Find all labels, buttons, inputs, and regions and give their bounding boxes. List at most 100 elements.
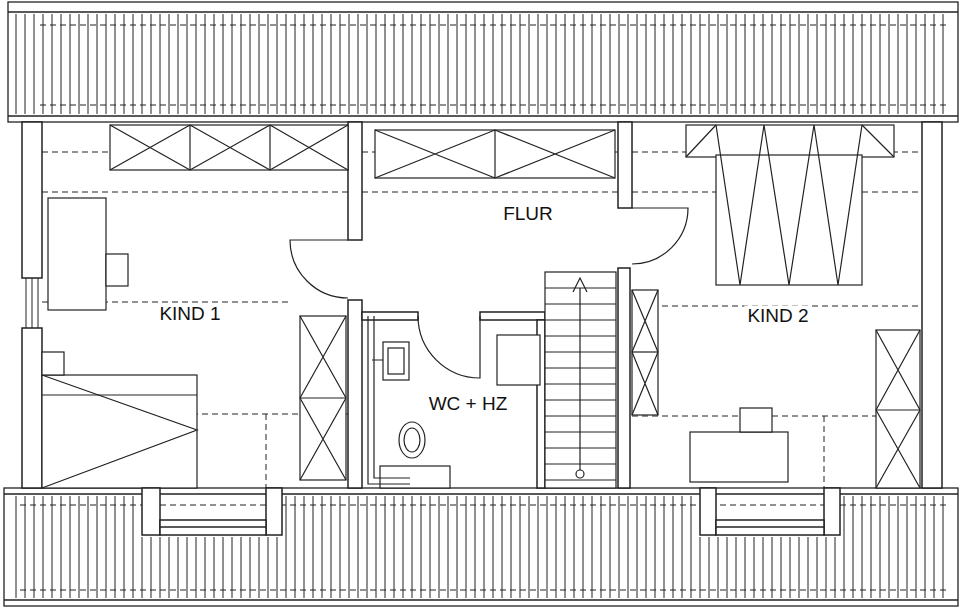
roof-tile-line — [313, 14, 314, 114]
roof-tile-line — [322, 14, 323, 114]
roof-tile-line — [385, 496, 386, 598]
roof-tile-line — [385, 14, 386, 114]
roof-tile-line — [700, 537, 701, 598]
roof-tile-line — [790, 14, 791, 114]
roof-tile-line — [763, 537, 764, 598]
roof-tile-line — [178, 14, 179, 114]
roof-tile-line — [637, 496, 638, 598]
roof-tile-line — [70, 14, 71, 114]
roof-tile-line — [709, 537, 710, 598]
roof-tile-line — [664, 496, 665, 598]
roof-tile-line — [241, 14, 242, 114]
roof-tile-line — [34, 14, 35, 114]
roof-tile-line — [106, 496, 107, 598]
roof-tile-line — [268, 537, 269, 598]
roof-tile-line — [376, 14, 377, 114]
roof-tile-line — [430, 496, 431, 598]
roof-tile-line — [682, 14, 683, 114]
roof-tile-line — [268, 14, 269, 114]
roof-tile-line — [556, 14, 557, 114]
roof-tile-line — [205, 537, 206, 598]
roof-tile-line — [619, 496, 620, 598]
closets — [110, 125, 920, 488]
roof-tile-line — [736, 537, 737, 598]
roof-tile-line — [727, 14, 728, 114]
roof-tile-line — [916, 14, 917, 114]
roof-tile-line — [475, 496, 476, 598]
roof-tile-line — [502, 496, 503, 598]
roof-tile-line — [79, 496, 80, 598]
roof-tile-line — [745, 537, 746, 598]
roof-tile-line — [88, 496, 89, 598]
roof-tile-line — [70, 496, 71, 598]
roof-tile-line — [394, 14, 395, 114]
roof-tile-line — [259, 537, 260, 598]
roof-tile-line — [196, 14, 197, 114]
roof-tile-line — [853, 14, 854, 114]
roof-tile-line — [232, 537, 233, 598]
stair-tread — [545, 480, 616, 481]
roof-tile-line — [277, 14, 278, 114]
roof-tile-line — [133, 496, 134, 598]
roof-tile-line — [718, 537, 719, 598]
roof-tile-line — [799, 537, 800, 598]
roof-tile-line — [511, 496, 512, 598]
roof-tile-line — [610, 14, 611, 114]
roof-tile-line — [520, 14, 521, 114]
roof-tile-line — [772, 14, 773, 114]
roof-tile-line — [196, 537, 197, 598]
walls — [22, 122, 942, 488]
roof-tile-line — [844, 14, 845, 114]
roof-tile-line — [214, 537, 215, 598]
roof-tile-line — [709, 14, 710, 114]
roof-tile-line — [583, 14, 584, 114]
roof-tile-line — [493, 14, 494, 114]
roof-tile-line — [934, 496, 935, 598]
roof-tile-line — [439, 496, 440, 598]
roof-tile-line — [862, 14, 863, 114]
roof-tile-line — [331, 496, 332, 598]
roof-band — [4, 488, 958, 606]
roof-tile-line — [88, 14, 89, 114]
roof-tile-line — [142, 537, 143, 598]
roof-tile-line — [529, 14, 530, 114]
roof-tile-line — [529, 496, 530, 598]
roof-tile-line — [421, 14, 422, 114]
roof-tile-line — [601, 14, 602, 114]
roof-tile-line — [610, 496, 611, 598]
roof-tile-line — [133, 14, 134, 114]
roof-tile-line — [448, 496, 449, 598]
furniture — [42, 125, 894, 488]
roof-tile-line — [511, 14, 512, 114]
roof-tile-line — [835, 14, 836, 114]
roof-tile-line — [880, 496, 881, 598]
roof-tile-line — [862, 496, 863, 598]
roof-band — [8, 2, 958, 122]
roof-tile-line — [160, 537, 161, 598]
roof-tile-line — [277, 537, 278, 598]
roof-tile-line — [115, 496, 116, 598]
room-label: KIND 1 — [156, 304, 223, 325]
roof-tile-line — [169, 537, 170, 598]
roof-tile-line — [835, 537, 836, 598]
roof-tile-line — [592, 14, 593, 114]
roof-tile-line — [655, 496, 656, 598]
roof-tile-line — [205, 14, 206, 114]
roof-tile-line — [817, 537, 818, 598]
roof-tile-line — [466, 14, 467, 114]
roof-tile-line — [124, 14, 125, 114]
roof-tile-line — [826, 14, 827, 114]
roof-tile-line — [178, 537, 179, 598]
roof-tile-line — [367, 496, 368, 598]
roof-tile-line — [628, 14, 629, 114]
roof-tile-line — [673, 496, 674, 598]
roof-tile-line — [502, 14, 503, 114]
roof-tile-line — [61, 496, 62, 598]
roof-tile-line — [574, 14, 575, 114]
roof-tile-line — [583, 496, 584, 598]
roof-hatch — [16, 14, 943, 598]
roof-tile-line — [565, 496, 566, 598]
roof-tile-line — [826, 537, 827, 598]
roof-tile-line — [484, 14, 485, 114]
